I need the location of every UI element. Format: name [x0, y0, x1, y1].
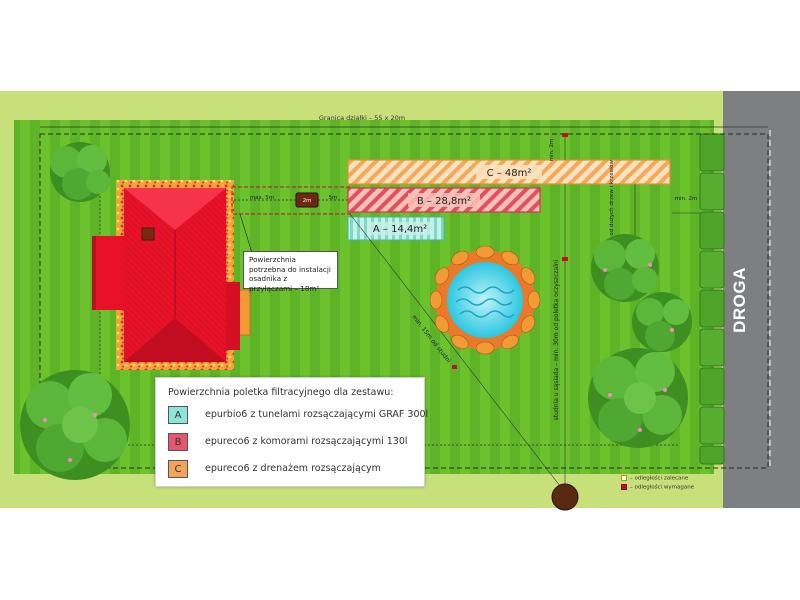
min-2m-top-label: min. 2m	[549, 139, 555, 162]
tree-right-top	[591, 234, 659, 302]
septic-tank-label: 2m	[303, 198, 312, 204]
field-a[interactable]: A – 14,4m²	[347, 216, 445, 241]
legend: Powierzchnia poletka filtracyjnego dla z…	[155, 377, 428, 487]
house	[92, 180, 251, 370]
field-c[interactable]: C – 48m²	[347, 159, 671, 185]
septic-tank[interactable]	[295, 192, 319, 208]
tank-area	[231, 186, 351, 215]
boundary-label: Granica działki – 55 x 20m	[319, 114, 405, 122]
neighbour-well	[551, 483, 579, 511]
tree-bottom-left	[20, 370, 130, 480]
recommended-swatch	[621, 475, 627, 481]
field-a-label: A – 14,4m²	[373, 224, 427, 235]
neighbour-well-label: studnia u sąsiada – min. 30m od poletka …	[553, 259, 560, 420]
min-3m-trees-label: min. 3m od dużych drzew i krzewów	[608, 159, 615, 260]
legend-text-b: epureco6 z komorami rozsączającymi 130l	[205, 436, 408, 447]
legend-item-c: C epureco6 z drenażem rozsączającym	[168, 460, 418, 480]
well-distance-line	[349, 213, 561, 487]
legend-swatch-c: C	[168, 460, 188, 478]
hedge	[699, 133, 725, 465]
tree-top-left	[50, 142, 110, 202]
tank-right-distance: 5m	[329, 195, 338, 201]
field-c-label: C – 48m²	[487, 168, 532, 179]
key-required-text: – odległości wymagane	[630, 484, 695, 491]
field-b[interactable]: B – 28,8m²	[347, 187, 541, 213]
legend-item-b: B epureco6 z komorami rozsączającymi 130…	[168, 433, 418, 453]
tree-right-bottom	[588, 348, 688, 448]
note-pointer	[239, 213, 253, 254]
key-required: – odległości wymagane	[621, 484, 694, 493]
legend-item-a: A epurbio6 z tunelami rozsączającymi GRA…	[168, 406, 428, 426]
required-swatch	[621, 484, 627, 490]
pond	[429, 245, 541, 355]
key-recommended: – odległości zalecane	[621, 475, 694, 484]
legend-title: Powierzchnia poletka filtracyjnego dla z…	[168, 387, 394, 398]
road-label: DROGA	[730, 267, 749, 333]
legend-swatch-a: A	[168, 406, 188, 424]
distance-key: – odległości zalecane – odległości wymag…	[621, 475, 694, 493]
tree-right-middle	[632, 292, 692, 352]
legend-swatch-b: B	[168, 433, 188, 451]
field-b-label: B – 28,8m²	[417, 196, 471, 207]
roof-bottom	[124, 318, 226, 362]
tank-left-distance: max. 5m	[250, 195, 274, 201]
legend-text-c: epureco6 z drenażem rozsączającym	[205, 463, 381, 474]
roof-top	[124, 188, 226, 230]
roof-wing	[96, 236, 124, 310]
road	[723, 91, 800, 508]
min-2m-right-label: min. 2m	[675, 196, 698, 202]
chimney	[141, 227, 155, 241]
key-recommended-text: – odległości zalecane	[630, 475, 689, 482]
tank-area-note: Powierzchnia potrzebna do instalacji osa…	[243, 251, 338, 293]
legend-text-a: epurbio6 z tunelami rozsączającymi GRAF …	[205, 409, 429, 420]
